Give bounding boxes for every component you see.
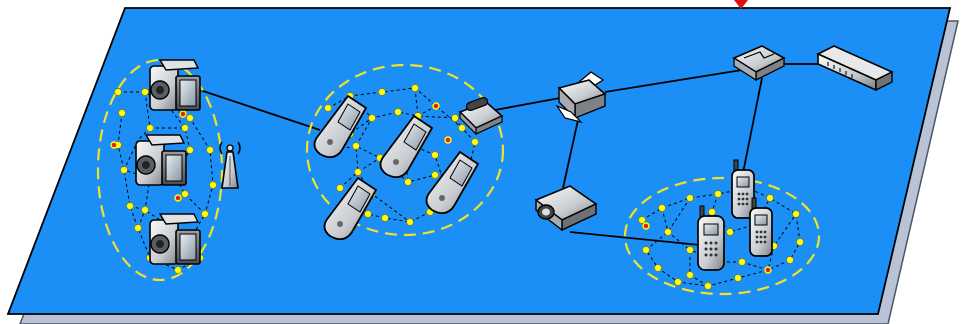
link-camcorders-phones [199, 89, 321, 131]
link-router-handsets [741, 77, 763, 179]
handset-cluster-ring [623, 176, 821, 296]
router-icon [732, 45, 786, 82]
cordless-handset-icon [697, 205, 725, 271]
backbone-links [199, 63, 818, 246]
link-fax-projector [562, 119, 579, 189]
cordless-handset-icon [731, 159, 755, 219]
link-projector-handsets [569, 231, 701, 246]
fax-machine-icon [555, 71, 607, 124]
network-switch-icon [816, 45, 894, 92]
desk-phone-icon [458, 97, 504, 136]
mobile-phone-icon [425, 150, 480, 215]
link-deskphone-fax [494, 97, 561, 111]
camcorder-cluster-ring [96, 58, 224, 282]
projector-icon [534, 185, 598, 232]
link-fax-router [604, 69, 743, 93]
mobile-phone-icon [323, 176, 378, 241]
camcorder-icon [135, 134, 187, 186]
antenna-icon [219, 141, 241, 189]
mobile-phone-icon [379, 114, 434, 179]
phone-cluster-ring [305, 63, 505, 237]
marker-icon [734, 0, 748, 9]
camcorder-icon [149, 59, 201, 111]
mobile-phone-icon [313, 94, 368, 159]
camcorder-icon [149, 213, 201, 265]
cordless-handset-icon [749, 197, 773, 257]
